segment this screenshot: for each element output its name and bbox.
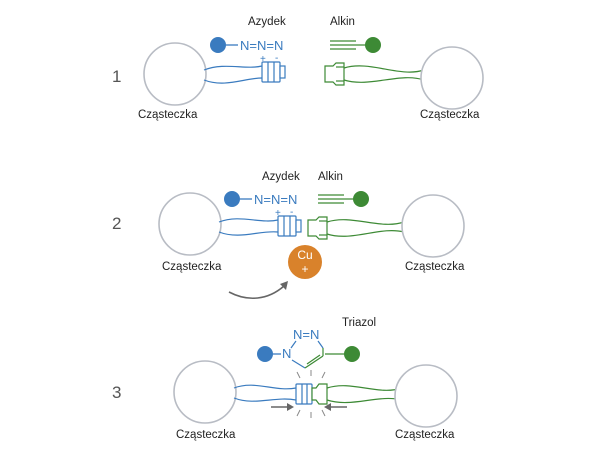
- azide-ball: [224, 191, 240, 207]
- triazole-label: Triazol: [342, 317, 376, 329]
- particle-right-label: Cząsteczka: [395, 429, 455, 441]
- azide-clip: [295, 383, 313, 405]
- azide-formula: N=N=N: [240, 38, 283, 53]
- azide-clip: [277, 215, 297, 237]
- step-number: 3: [112, 383, 121, 402]
- triazole-ring-top: N=N: [293, 327, 319, 342]
- alkyne-label: Alkin: [318, 171, 343, 183]
- particle-right: [420, 46, 484, 110]
- alkyne-ball: [353, 191, 369, 207]
- charge-plus: +: [275, 208, 281, 219]
- azide-formula: N=N=N: [254, 192, 297, 207]
- step-number: 1: [112, 67, 121, 86]
- click-sparks: [296, 370, 326, 418]
- charge-minus: -: [275, 53, 278, 64]
- alkyne-label: Alkin: [330, 16, 355, 28]
- particle-right-label: Cząsteczka: [420, 109, 480, 121]
- azide-clip: [261, 61, 281, 83]
- azide-ball: [210, 37, 226, 53]
- particle-right-label: Cząsteczka: [405, 261, 465, 273]
- step-3: 3 Triazol N=N N Cząsteczka: [112, 317, 458, 441]
- charge-plus: +: [260, 54, 266, 65]
- catalyst-charge: +: [301, 262, 308, 276]
- step-1: 1 Cząsteczka Azydek N=N=N + - Alkin Cząs…: [112, 16, 484, 121]
- particle-left-label: Cząsteczka: [162, 261, 222, 273]
- charge-minus: -: [290, 207, 293, 218]
- particle-left-label: Cząsteczka: [176, 429, 236, 441]
- alkyne-clip: [307, 216, 328, 240]
- catalyst-arrow-head: [280, 281, 288, 290]
- alkyne-linker: [326, 219, 405, 225]
- catalyst-symbol: Cu: [297, 248, 312, 262]
- particle-left-label: Cząsteczka: [138, 109, 198, 121]
- triazole-ring-bond: [304, 355, 324, 369]
- alkyne-linker: [343, 65, 425, 73]
- azide-linker: [218, 218, 279, 223]
- step-number: 2: [112, 214, 121, 233]
- azide-linker: [233, 384, 297, 390]
- alkyne-clip: [311, 383, 328, 405]
- alkyne-ball: [365, 37, 381, 53]
- copper-catalyst: [288, 245, 322, 279]
- azide-linker: [203, 65, 263, 71]
- particle-right: [401, 194, 465, 258]
- azide-label: Azydek: [248, 16, 286, 28]
- triazole-ring-n: N: [282, 346, 291, 361]
- alkyne-linker: [326, 385, 403, 391]
- alkyne-ball: [344, 346, 360, 362]
- alkyne-clip: [324, 62, 345, 86]
- azide-label: Azydek: [262, 171, 300, 183]
- step-2: 2 Cząsteczka Azydek N=N=N + - Alkin Cząs…: [112, 171, 465, 299]
- catalyst-arrow: [228, 285, 285, 299]
- particle-left: [173, 360, 237, 424]
- particle-left: [143, 42, 207, 106]
- azide-ball: [257, 346, 273, 362]
- particle-right: [394, 364, 458, 428]
- particle-left: [158, 192, 222, 256]
